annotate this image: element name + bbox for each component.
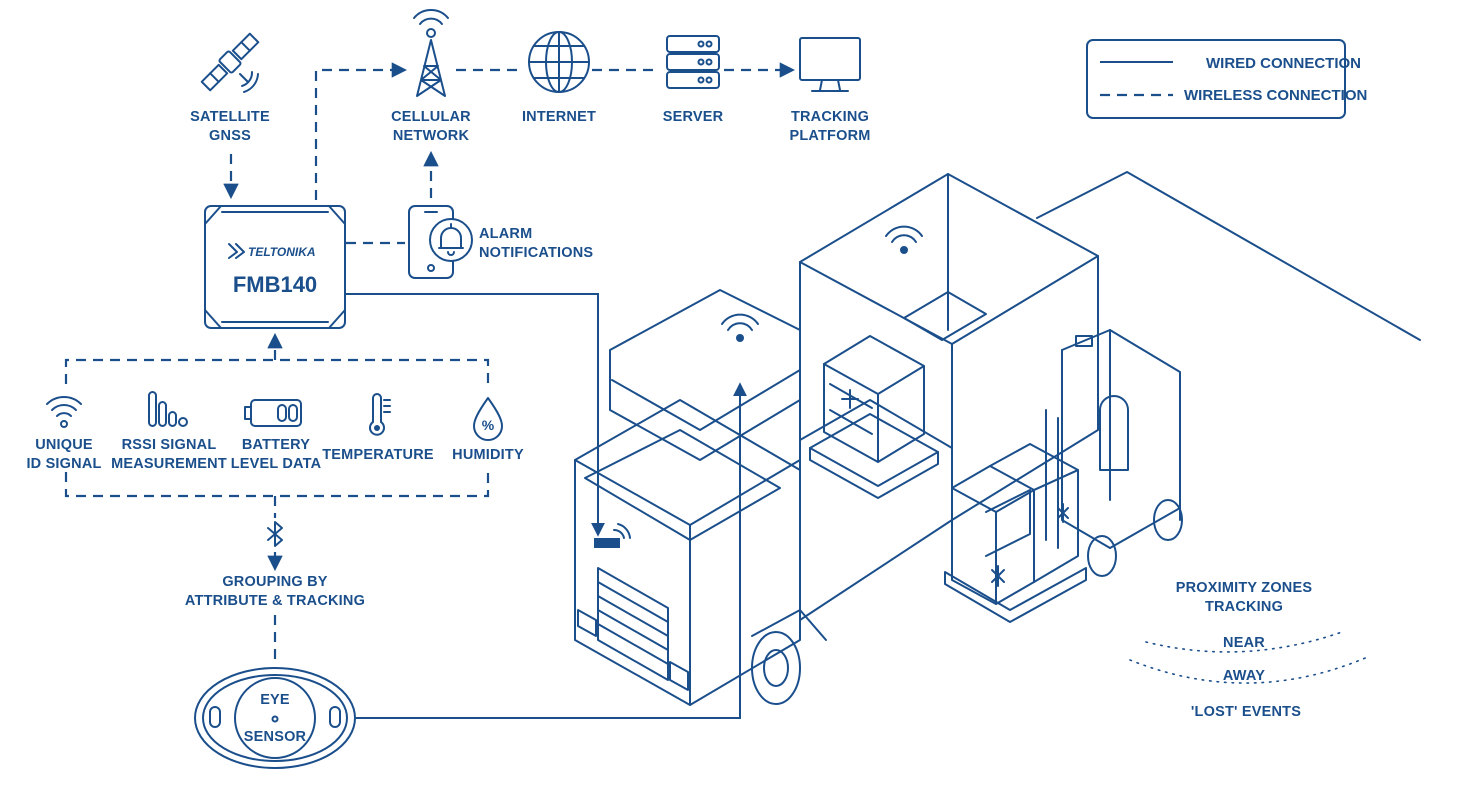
server-label: SERVER — [663, 109, 724, 125]
humidity-drop-icon: % — [473, 397, 503, 441]
fmb140-device: TELTONIKA FMB140 — [204, 205, 346, 329]
legend-wired-label: WIRED CONNECTION — [1206, 55, 1361, 72]
cellular-label-1: CELLULAR — [391, 109, 471, 125]
zone-near-label: NEAR — [1223, 635, 1265, 651]
thermometer-icon — [369, 393, 391, 436]
sensor-data-label: BATTERY — [242, 437, 310, 453]
internet-label: INTERNET — [522, 109, 596, 125]
device-wired-link — [346, 293, 605, 537]
sensor-data-label: ID SIGNAL — [26, 456, 101, 472]
near-zone-arc — [1145, 631, 1343, 653]
cell-tower-icon — [413, 8, 449, 97]
globe-icon — [528, 31, 590, 93]
wifi-signal-icon — [46, 395, 82, 428]
bluetooth-icon — [267, 521, 283, 547]
eye-sensor-device: EYE SENSOR — [194, 667, 356, 769]
alarm-label-2: NOTIFICATIONS — [479, 245, 593, 261]
warehouse-outline — [1036, 171, 1421, 341]
alarm-label-1: ALARM — [479, 226, 532, 242]
zone-away-label: AWAY — [1223, 668, 1265, 684]
sensor-data-label: UNIQUE — [35, 437, 93, 453]
truck-cab — [574, 289, 827, 706]
wireless-signal-icon — [885, 225, 923, 254]
alarm-bell-icon — [429, 218, 473, 262]
server-icon — [666, 35, 720, 89]
zone-lost-label: 'LOST' EVENTS — [1191, 704, 1301, 720]
signal-bars-icon — [148, 391, 188, 427]
legend-box — [1086, 39, 1346, 119]
satellite-label-1: SATELLITE — [190, 109, 270, 125]
svg-text:%: % — [482, 417, 495, 433]
sensor-label-2: SENSOR — [244, 729, 307, 745]
tracking-label-1: TRACKING — [791, 109, 869, 125]
grouping-label-2: ATTRIBUTE & TRACKING — [185, 593, 365, 609]
satellite-label-2: GNSS — [209, 128, 251, 144]
proximity-title-1: PROXIMITY ZONES — [1176, 580, 1313, 596]
away-zone-arc — [1129, 655, 1371, 684]
satellite-icon — [200, 32, 260, 93]
grouping-label-1: GROUPING BY — [222, 574, 327, 590]
legend-wireless-label: WIRELESS CONNECTION — [1184, 87, 1367, 104]
device-brand: TELTONIKA — [248, 245, 316, 259]
sensor-data-label: TEMPERATURE — [322, 447, 434, 463]
teltonika-logo-mark — [228, 243, 245, 259]
truck-trailer — [799, 173, 1099, 621]
tracking-label-2: PLATFORM — [789, 128, 870, 144]
sensor-label-1: EYE — [260, 692, 290, 708]
sensor-data-label: RSSI SIGNAL — [122, 437, 217, 453]
proximity-title-2: TRACKING — [1205, 599, 1283, 615]
battery-icon — [244, 399, 302, 427]
monitor-icon — [799, 37, 861, 92]
sensor-data-label: LEVEL DATA — [231, 456, 322, 472]
refrigerated-crate — [809, 335, 939, 499]
sensor-data-label: HUMIDITY — [452, 447, 524, 463]
forklift — [1045, 329, 1183, 577]
cargo-boxes — [944, 443, 1087, 623]
sensor-data-label: MEASUREMENT — [111, 456, 227, 472]
sensor-data-bracket — [64, 332, 490, 518]
top-chain-links — [223, 62, 796, 245]
device-model: FMB140 — [233, 272, 317, 297]
legend: WIRED CONNECTION WIRELESS CONNECTION — [1086, 39, 1367, 119]
fmb140-in-cab — [594, 538, 620, 548]
cellular-label-2: NETWORK — [393, 128, 470, 144]
wireless-signal-icon — [721, 313, 759, 342]
